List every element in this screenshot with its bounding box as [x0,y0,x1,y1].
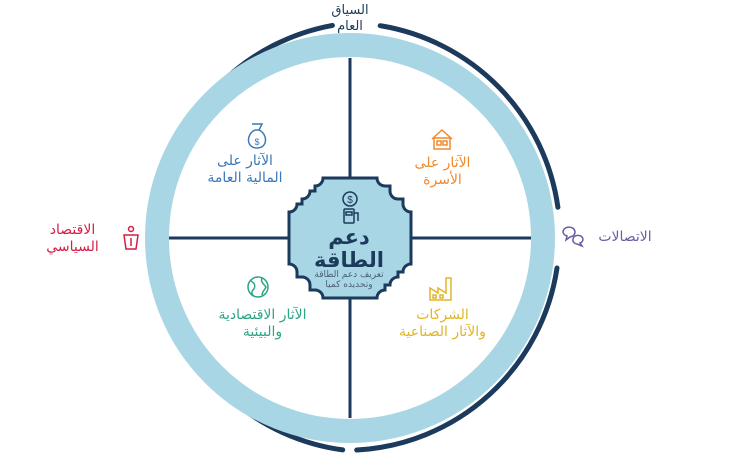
center-subtitle-line: وتحديده كميا [325,280,373,291]
arc-top-right [377,23,561,210]
globe-icon [247,276,269,298]
chat-bubbles-icon [562,226,584,248]
label-line: الاتصالات [598,229,652,245]
center-subtitle-line: تعريف دعم الطاقة [314,270,384,280]
label-line: العام [337,18,363,34]
label-economic-environmental-impacts: الآثار الاقتصادية والبيئية [195,307,330,341]
label-communications: الاتصالات [585,229,665,246]
label-line: الآثار على [414,155,471,171]
center-title-line: دعم [328,225,370,249]
label-line: الأسرة [423,171,462,188]
label-political-economy: الاقتصاد السياسي [20,222,125,256]
arc-bottom-right [354,265,560,453]
center-subtitle: تعريف دعم الطاقة وتحديده كميا [290,270,408,291]
label-line: السياسي [46,238,99,255]
center-scalloped-outline [287,176,413,300]
house-icon [431,128,453,150]
svg-text:$: $ [254,137,259,147]
label-line: والآثار الصناعية [399,323,486,340]
label-fiscal-impacts: الآثار على المالية العامة [180,153,310,187]
center-badge [287,176,413,300]
label-line: الشركات [416,307,469,323]
label-line: الآثار الاقتصادية [218,307,307,323]
label-line: الاقتصاد [49,222,96,238]
center-title: دعم الطاقة [290,225,408,273]
label-line: الآثار على [217,153,273,169]
label-line: المالية العامة [207,169,283,186]
svg-text:$: $ [347,195,353,206]
money-bag-icon: $ [247,123,267,149]
label-general-context: السياق العام [300,3,400,34]
center-title-line: الطاقة [314,248,384,273]
divider-lines [169,58,531,418]
dollar-fuel-pump-icon: $ [342,191,359,224]
podium-icon [123,225,139,250]
factory-icon [429,277,452,301]
label-line: والبيئية [242,323,283,340]
label-firms-industrial-impacts: الشركات والآثار الصناعية [380,307,505,341]
label-line: السياق [331,3,369,18]
outer-ring [145,33,555,443]
label-household-impacts: الآثار على الأسرة [380,155,505,189]
